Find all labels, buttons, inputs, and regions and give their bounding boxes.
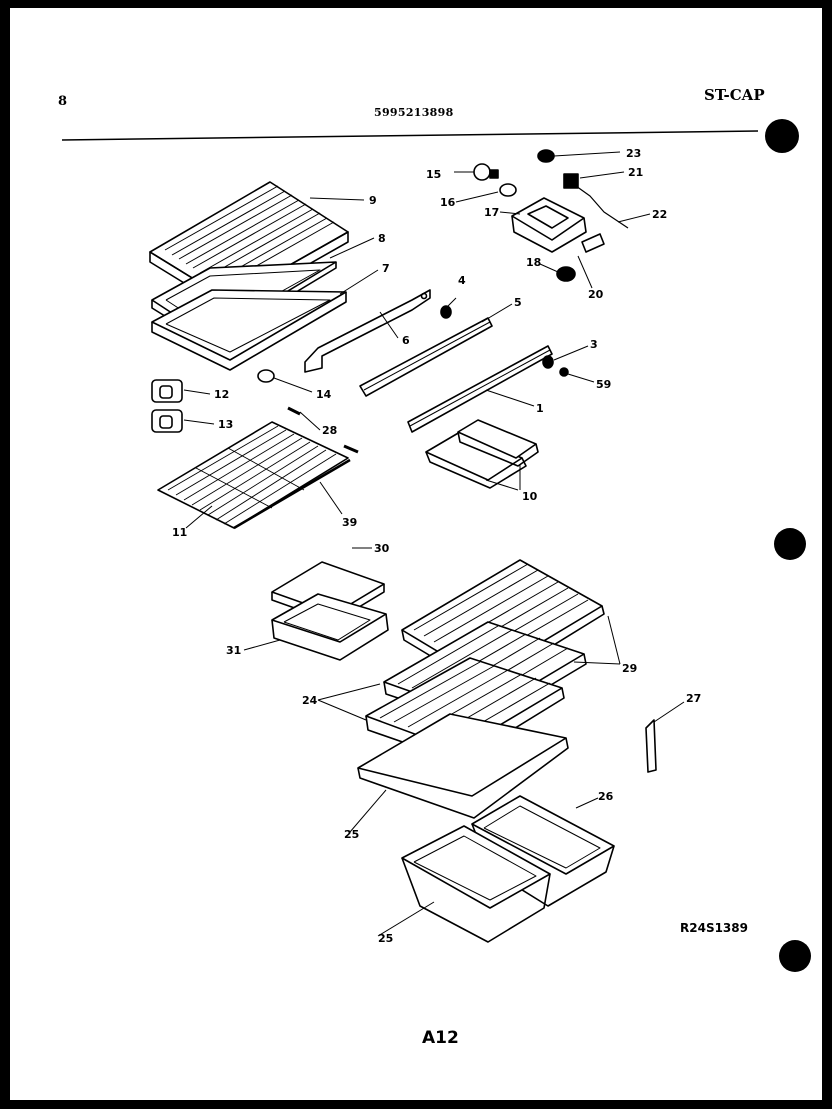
part-16-knob — [499, 183, 517, 197]
callout-12: 12 — [214, 388, 229, 401]
callout-3: 3 — [590, 338, 598, 351]
callout-30: 30 — [374, 542, 390, 555]
header-rule — [61, 130, 759, 141]
callout-39: 39 — [342, 516, 357, 529]
callout-4: 4 — [458, 274, 466, 287]
part-7-tray — [151, 289, 347, 371]
part-4-screw — [440, 305, 452, 319]
callout-17: 17 — [484, 206, 499, 219]
callout-27: 27 — [686, 692, 701, 705]
callout-22: 22 — [652, 208, 667, 221]
callout-29: 29 — [622, 662, 637, 675]
reference-code: R24S1389 — [680, 921, 748, 935]
callout-23: 23 — [626, 147, 641, 160]
callout-24: 24 — [302, 694, 318, 707]
callout-59: 59 — [596, 378, 611, 391]
binder-hole-bottom — [779, 940, 811, 972]
callout-7: 7 — [382, 262, 390, 275]
callout-16: 16 — [440, 196, 456, 209]
callout-28: 28 — [322, 424, 337, 437]
model-code: ST-CAP — [704, 86, 765, 104]
part-25-crisper-cover — [357, 713, 569, 819]
part-6-bracket — [304, 289, 431, 373]
part-23-switch — [537, 149, 555, 163]
part-21-connector — [563, 173, 579, 189]
callout-6: 6 — [402, 334, 410, 347]
binder-hole-top — [765, 119, 799, 153]
callout-18: 18 — [526, 256, 541, 269]
part-25-drawer-left — [401, 825, 551, 943]
part-10-trays — [425, 419, 539, 489]
callout-21: 21 — [628, 166, 643, 179]
part-number: 5995213898 — [374, 106, 454, 119]
callout-20: 20 — [588, 288, 604, 301]
callout-25-cover: 25 — [344, 828, 359, 841]
part-12-bracket — [151, 379, 183, 403]
part-17-light-housing — [511, 197, 587, 253]
part-59-screw — [559, 367, 569, 377]
page-background — [10, 8, 822, 1100]
page-number: 8 — [58, 94, 68, 109]
callout-9: 9 — [369, 194, 377, 207]
callout-labels: 9 8 7 6 4 5 1 3 59 12 13 14 28 11 39 10 … — [172, 147, 701, 945]
binder-hole-middle — [774, 528, 806, 560]
page-label: A12 — [422, 1028, 459, 1048]
part-18-socket — [556, 266, 576, 282]
callout-13: 13 — [218, 418, 233, 431]
part-14-clip — [257, 369, 275, 383]
part-22-wire — [575, 185, 629, 229]
callout-10: 10 — [522, 490, 538, 503]
part-28-screw — [287, 406, 359, 454]
part-3-nut — [542, 355, 554, 369]
callout-25-drawer: 25 — [378, 932, 393, 945]
callout-11: 11 — [172, 526, 187, 539]
part-9-shelf-cover — [149, 181, 349, 311]
leader-lines — [183, 151, 685, 937]
part-11-wire-shelf — [157, 421, 351, 530]
part-31-pan — [271, 593, 389, 661]
callout-1: 1 — [536, 402, 544, 415]
callout-31: 31 — [226, 644, 241, 657]
part-13-bracket — [151, 409, 183, 433]
callout-15: 15 — [426, 168, 441, 181]
callout-5: 5 — [514, 296, 522, 309]
callout-26-top: 26 — [598, 790, 614, 803]
part-20-bracket — [581, 233, 605, 253]
callout-14: 14 — [316, 388, 332, 401]
part-1-rail — [407, 345, 553, 433]
part-27-divider — [645, 719, 657, 773]
part-5-rail — [359, 317, 493, 397]
callout-8: 8 — [378, 232, 386, 245]
